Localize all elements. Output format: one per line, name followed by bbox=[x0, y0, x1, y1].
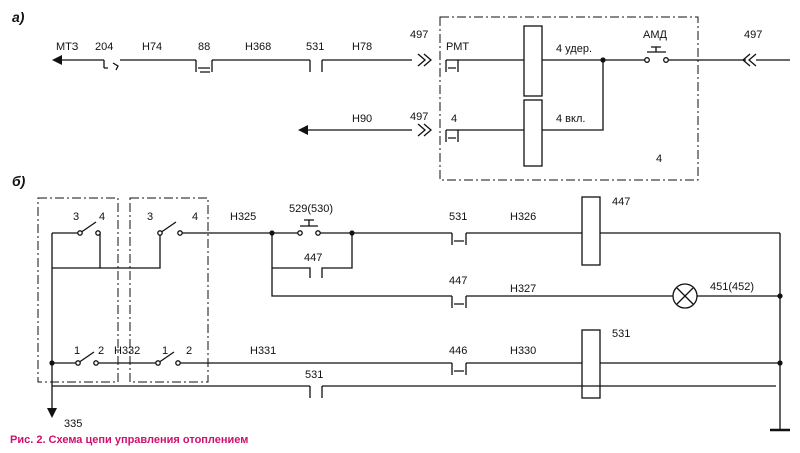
connector-497-right-icon bbox=[742, 53, 757, 67]
wire-a-junction-down bbox=[542, 60, 604, 131]
label-529: 529(530) bbox=[289, 203, 333, 215]
connector-497-mid-icon bbox=[417, 123, 432, 137]
contact-204 bbox=[103, 60, 119, 71]
label-h327: Н327 bbox=[510, 283, 536, 295]
label-h325: Н325 bbox=[230, 211, 256, 223]
label-335: 335 bbox=[64, 418, 82, 430]
label-hold: 4 удер. bbox=[556, 43, 592, 55]
label-sw2-3: 3 bbox=[147, 211, 153, 223]
switch-block-right-boundary bbox=[129, 197, 209, 383]
junction-right-296 bbox=[777, 293, 783, 299]
label-sw4-1: 1 bbox=[162, 345, 168, 357]
label-h330: Н330 bbox=[510, 345, 536, 357]
contact-447-c bbox=[451, 296, 467, 308]
label-sw2-4: 4 bbox=[192, 211, 198, 223]
label-h78: Н78 bbox=[352, 41, 372, 53]
label-mtz: МТЗ bbox=[56, 41, 79, 53]
label-h368: Н368 bbox=[245, 41, 271, 53]
figure-caption: Рис. 2. Схема цепи управления отоплением bbox=[10, 434, 248, 446]
junction-left-bus bbox=[49, 360, 55, 366]
wire-b-h327 bbox=[271, 268, 780, 297]
section-a-label: а) bbox=[12, 9, 25, 25]
label-h90: Н90 bbox=[352, 113, 372, 125]
label-h332: Н332 bbox=[114, 345, 140, 357]
contact-rmt bbox=[445, 60, 459, 72]
switch-1-2-left-terminal bbox=[75, 360, 81, 366]
label-sw1-3: 3 bbox=[73, 211, 79, 223]
label-447-hold: 447 bbox=[304, 252, 322, 264]
label-sw3-1: 1 bbox=[74, 345, 80, 357]
label-497-top: 497 bbox=[410, 29, 428, 41]
label-497-right: 497 bbox=[744, 29, 762, 41]
contact-4 bbox=[445, 130, 459, 142]
button-529-terminal-left bbox=[297, 230, 303, 236]
label-rmt: РМТ bbox=[446, 41, 469, 53]
label-h74: Н74 bbox=[142, 41, 162, 53]
switch-1-2-left bbox=[77, 351, 95, 364]
label-451: 451(452) bbox=[710, 281, 754, 293]
coil-on bbox=[523, 99, 543, 167]
label-sw3-2: 2 bbox=[98, 345, 104, 357]
label-on: 4 вкл. bbox=[556, 113, 585, 125]
button-529-terminal-right bbox=[315, 230, 321, 236]
section-b-label: б) bbox=[12, 173, 26, 189]
switch-block-left-boundary bbox=[37, 197, 119, 383]
button-529 bbox=[300, 219, 318, 227]
label-531-b: 531 bbox=[449, 211, 467, 223]
label-204: 204 bbox=[95, 41, 113, 53]
contact-531-b bbox=[451, 233, 467, 245]
label-amd: АМД bbox=[643, 29, 668, 41]
label-h326: Н326 bbox=[510, 211, 536, 223]
switch-1-2-right bbox=[157, 351, 175, 364]
switch-3-4-left-terminal2 bbox=[95, 230, 101, 236]
label-497-mid: 497 bbox=[410, 111, 428, 123]
label-h331: Н331 bbox=[250, 345, 276, 357]
contact-531-a bbox=[309, 60, 323, 72]
contact-88 bbox=[195, 60, 213, 73]
wire-b-row1-left bbox=[52, 232, 101, 269]
arrow-h90-icon bbox=[298, 125, 308, 135]
label-531-bottom: 531 bbox=[305, 369, 323, 381]
device-4-boundary bbox=[439, 16, 699, 181]
arrow-mtz-icon bbox=[52, 55, 62, 65]
button-amd bbox=[646, 46, 667, 60]
switch-1-2-right-terminal2 bbox=[175, 360, 181, 366]
label-box-4: 4 bbox=[656, 153, 662, 165]
contact-531-c bbox=[309, 386, 323, 398]
switch-3-4-right bbox=[159, 221, 177, 234]
label-sw1-4: 4 bbox=[99, 211, 105, 223]
label-447-lamp: 447 bbox=[449, 275, 467, 287]
contact-446 bbox=[451, 363, 467, 375]
label-446: 446 bbox=[449, 345, 467, 357]
coil-447 bbox=[581, 196, 601, 266]
junction-right-363 bbox=[777, 360, 783, 366]
coil-hold bbox=[523, 25, 543, 97]
button-amd-terminal-left bbox=[644, 57, 650, 63]
switch-1-2-left-terminal2 bbox=[93, 360, 99, 366]
label-sw4-2: 2 bbox=[186, 345, 192, 357]
wire-b-row1-mid bbox=[100, 232, 272, 269]
connector-497-top-icon bbox=[417, 53, 432, 67]
label-447-coil: 447 bbox=[612, 196, 630, 208]
lamp-451-cross bbox=[676, 287, 694, 305]
switch-3-4-right-terminal2 bbox=[177, 230, 183, 236]
switch-3-4-right-terminal bbox=[157, 230, 163, 236]
label-88: 88 bbox=[198, 41, 210, 53]
arrow-335-icon bbox=[47, 408, 57, 418]
label-4: 4 bbox=[451, 113, 457, 125]
wire-b-hold-447 bbox=[271, 233, 353, 278]
switch-1-2-right-terminal bbox=[155, 360, 161, 366]
coil-531 bbox=[581, 329, 601, 399]
switch-3-4-left bbox=[79, 221, 97, 234]
label-531-a: 531 bbox=[306, 41, 324, 53]
button-amd-terminal-right bbox=[663, 57, 669, 63]
switch-3-4-left-terminal bbox=[77, 230, 83, 236]
label-531-coil: 531 bbox=[612, 328, 630, 340]
